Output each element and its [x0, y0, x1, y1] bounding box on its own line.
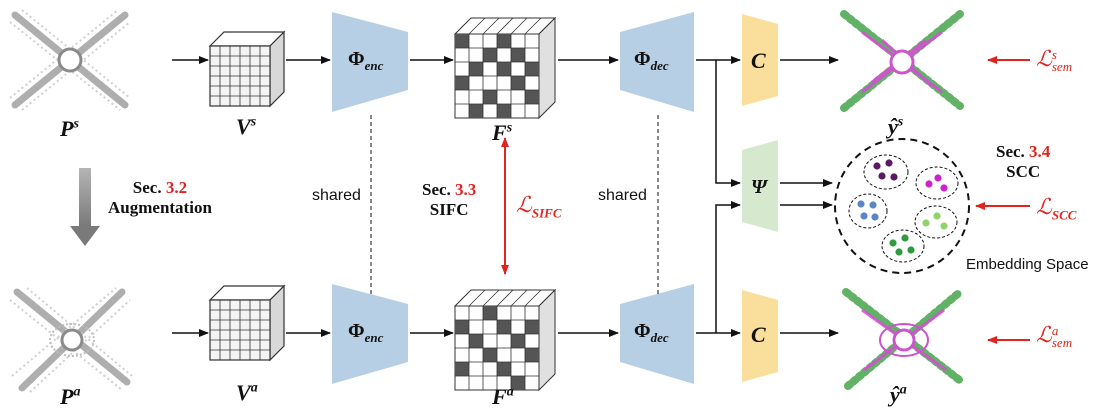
source-point-cloud-label: Ps: [60, 116, 79, 141]
source-flow-arrows: [172, 56, 839, 187]
cluster-purple-dark: [863, 154, 909, 190]
shared-encoder-label: shared: [312, 187, 361, 204]
source-output-label: ŷs: [888, 114, 904, 139]
source-classifier: [742, 14, 778, 106]
augmented-decoder-label: Φdec: [634, 320, 669, 345]
augmented-output-label: ŷa: [890, 382, 907, 407]
augmented-flow-arrows: [172, 201, 839, 337]
source-classifier-label: C: [751, 48, 766, 73]
augmented-feature-label: Fa: [492, 384, 514, 409]
augmented-encoder: [332, 284, 408, 384]
projector-to-embedding-arrows: [780, 179, 833, 209]
source-feature-label: Fs: [492, 120, 513, 145]
embedding-space-label: Embedding Space: [966, 256, 1089, 273]
augmentation-section-label: Sec. 3.2 Augmentation: [108, 178, 212, 217]
augmented-classifier-label: C: [751, 322, 766, 347]
cluster-blue: [848, 193, 888, 229]
shared-decoder-label: shared: [598, 187, 647, 204]
source-decoder-label: Φdec: [634, 48, 669, 73]
sifc-loss-label: ℒSIFC: [516, 192, 562, 221]
augmented-decoder: [620, 284, 694, 384]
source-encoder: [332, 12, 408, 112]
scc-section-label: Sec. 3.4 SCC: [996, 142, 1051, 181]
projector-label: Ψ: [751, 176, 767, 198]
source-voxel-cube: [208, 30, 286, 108]
scc-loss-label: ℒSCC: [1036, 194, 1077, 223]
augmented-point-cloud-label: Pa: [60, 384, 81, 409]
source-point-cloud: [9, 9, 131, 111]
augmented-prediction-cloud: [842, 288, 966, 390]
embedding-space: [834, 138, 970, 274]
augmented-voxel-cube: [208, 284, 286, 362]
loss-arrows: [975, 56, 1030, 344]
augmented-point-cloud: [9, 287, 133, 393]
augmented-voxel-label: Va: [236, 380, 258, 405]
sifc-section-label: Sec. 3.3 SIFC: [422, 180, 477, 219]
augmented-classifier: [742, 290, 778, 382]
augmented-encoder-label: Φenc: [348, 320, 384, 345]
augmented-feature-cube: [453, 288, 557, 392]
source-prediction-cloud: [840, 10, 964, 112]
cluster-green: [881, 229, 925, 263]
projector: [742, 140, 778, 232]
source-voxel-label: Vs: [236, 114, 257, 139]
cluster-green-light: [914, 205, 958, 239]
cluster-magenta: [915, 166, 959, 200]
source-encoder-label: Φenc: [348, 48, 384, 73]
source-feature-cube: [453, 16, 557, 120]
source-decoder: [620, 12, 694, 112]
augmentation-arrow: [70, 168, 100, 246]
